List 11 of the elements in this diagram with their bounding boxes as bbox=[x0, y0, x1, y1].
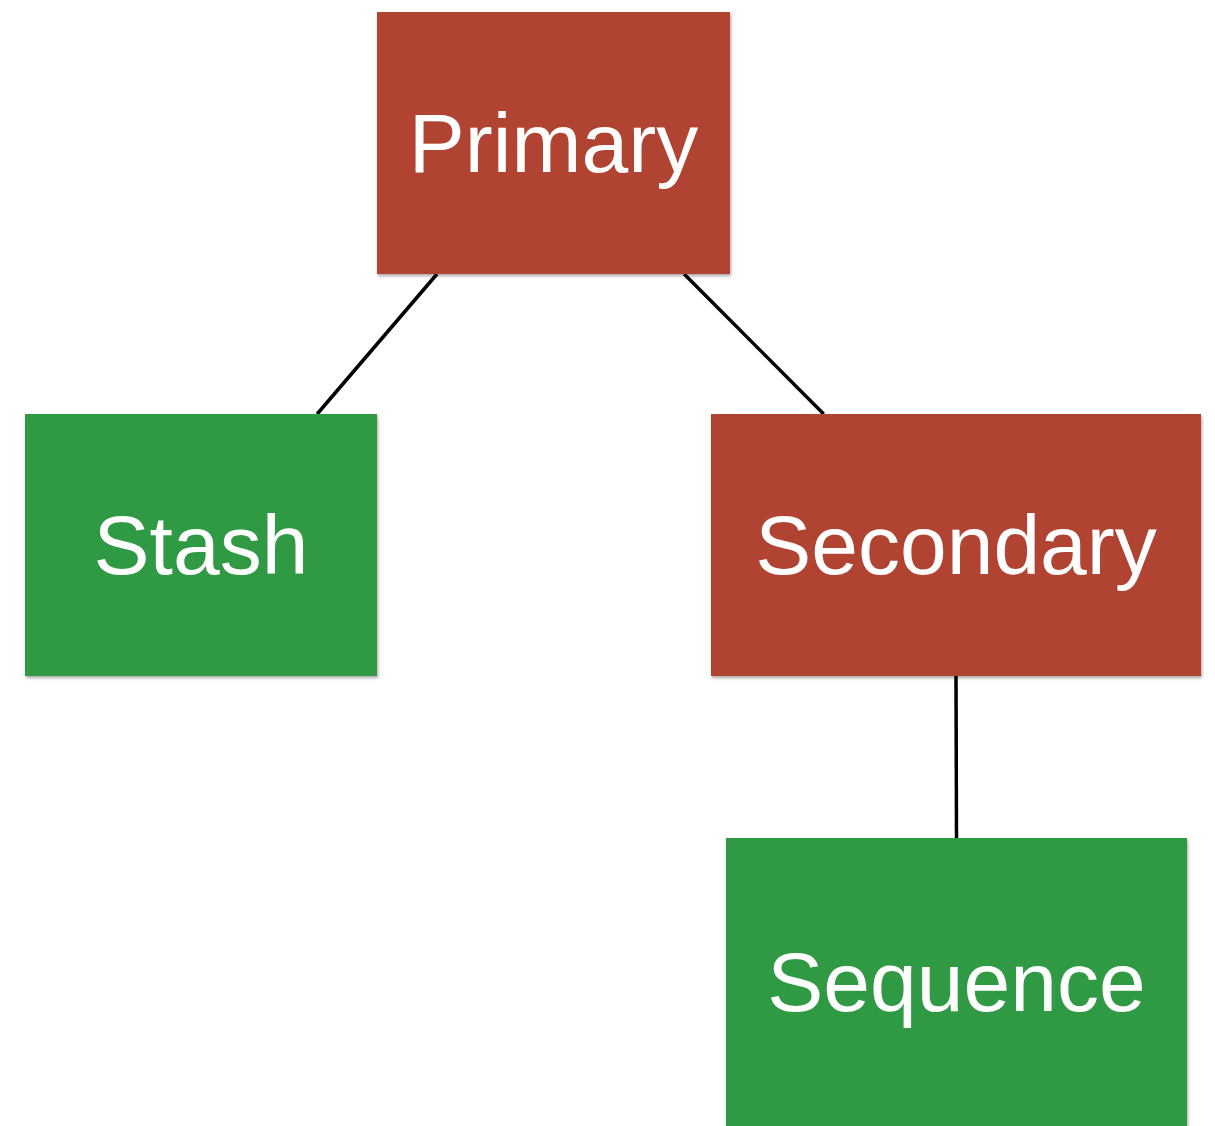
connector-line bbox=[682, 272, 825, 416]
connector-line bbox=[315, 272, 439, 416]
node-label: Secondary bbox=[755, 496, 1157, 594]
connector-line bbox=[954, 676, 959, 838]
node-label: Sequence bbox=[767, 933, 1146, 1031]
node-label: Primary bbox=[408, 94, 699, 192]
process-box bbox=[377, 12, 730, 274]
process-box bbox=[25, 414, 377, 676]
process-box bbox=[726, 838, 1187, 1126]
process-box bbox=[711, 414, 1201, 676]
node-label: Stash bbox=[93, 496, 309, 594]
